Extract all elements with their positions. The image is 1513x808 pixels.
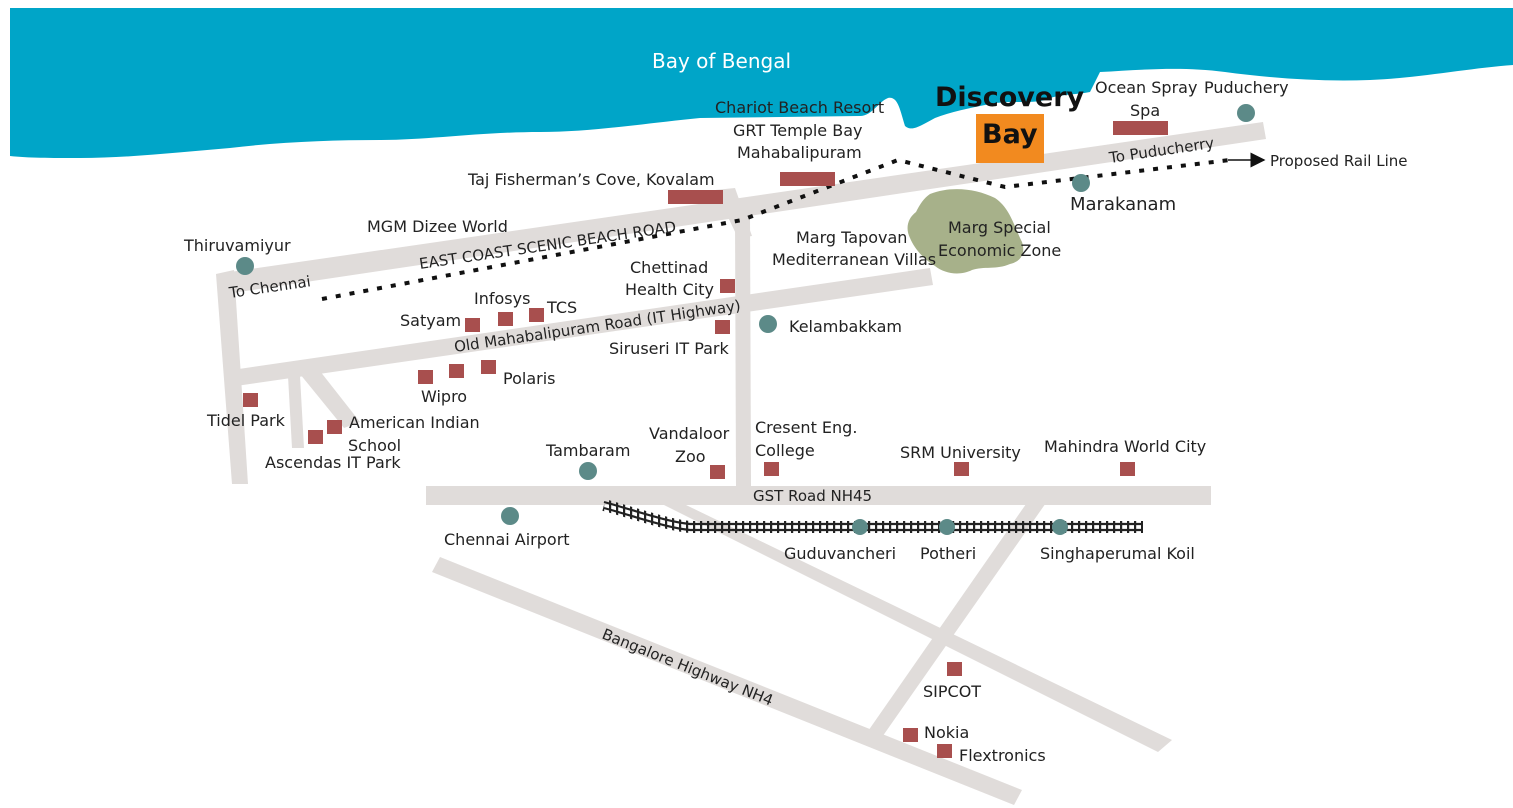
chennai-airport-dot [501,507,519,525]
wipro-marker-2 [449,364,464,378]
potheri-label: Potheri [920,544,976,563]
gst-label: GST Road NH45 [753,487,872,505]
ascendas-marker [308,430,323,444]
nokia-label: Nokia [924,723,969,742]
railway-line [602,499,1143,533]
marakanam-label: Marakanam [1070,194,1176,215]
gst-road [426,486,1211,505]
proposed-rail-label: Proposed Rail Line [1270,152,1407,170]
ocean-spray-label-1: Ocean Spray [1095,78,1197,97]
grt-marker [780,172,835,186]
srm-marker [954,462,969,476]
cresent-label-2: College [755,441,815,460]
mahindra-marker [1120,462,1135,476]
discovery-bay-marker [976,114,1044,163]
flextronics-label: Flextronics [959,746,1046,765]
american-label-2: School [348,436,401,455]
marg-sez-label-1: Marg Special [948,218,1051,237]
vandaloor-label-2: Zoo [675,447,706,466]
tcs-label: TCS [546,298,577,317]
guduvancheri-label: Guduvancheri [784,544,896,563]
cresent-label-1: Cresent Eng. [755,418,857,437]
satyam-marker [465,318,480,332]
tidel-label: Tidel Park [206,411,286,430]
thiruvamiyur-dot [236,257,254,275]
proposed-rail-line [321,157,1231,301]
kelambakkam-dot [759,315,777,333]
grt-label: GRT Temple Bay [733,121,862,140]
sea-area [10,8,1513,158]
cresent-marker [764,462,779,476]
kelambakkam-label: Kelambakkam [789,317,902,336]
siruseri-marker [715,320,730,334]
marg-sez-zone [907,189,1024,274]
ocean-spray-label-2: Spa [1130,101,1160,120]
brand-line-2: Bay [982,119,1038,150]
american-label-1: American Indian [349,413,480,432]
marg-sez-label-2: Economic Zone [938,241,1061,260]
chettinad-marker [720,279,735,293]
place-markers [236,104,1255,535]
singhaperumal-diagonal [866,494,1048,740]
tcs-marker [529,308,544,322]
sea-label: Bay of Bengal [652,49,791,73]
marg-tapovan-label-2: Mediterranean Villas [772,250,936,269]
ecr-spur [715,188,752,238]
bangalore-highway [432,557,1022,805]
flextronics-marker [937,744,952,758]
kelambakkam-connector [735,214,751,486]
guduvancheri-diagonal [664,505,1172,752]
sipcot-marker [947,662,962,676]
vandaloor-marker [710,465,725,479]
old-mahabalipuram-road [232,268,933,386]
infosys-marker [498,312,513,326]
wipro-marker-1 [418,370,433,384]
infosys-label: Infosys [474,289,530,308]
mahindra-label: Mahindra World City [1044,437,1206,456]
vandaloor-label-1: Vandaloor [649,424,730,443]
sipcot-label: SIPCOT [923,682,981,701]
bangalore-label: Bangalore Highway NH4 [600,625,776,709]
guduvancheri-dot [852,519,868,535]
spur-road-2 [300,366,360,428]
american-marker [327,420,342,434]
east-coast-road [230,122,1266,293]
taj-label: Taj Fisherman’s Cove, Kovalam [467,170,715,189]
landmark-markers [243,121,1168,758]
chettinad-label-1: Chettinad [630,258,708,277]
singhaperumal-dot [1052,519,1068,535]
ocean-spray-marker [1113,121,1168,135]
polaris-marker [481,360,496,374]
puduchery-label: Puduchery [1204,78,1289,97]
chettinad-label-2: Health City [625,280,714,299]
tambaram-dot [579,462,597,480]
potheri-dot [939,519,955,535]
chariot-label: Chariot Beach Resort [715,98,884,117]
spur-road-1 [288,376,304,448]
puduchery-dot [1237,104,1255,122]
nokia-marker [903,728,918,742]
ascendas-label: Ascendas IT Park [265,453,401,472]
marg-tapovan-label-1: Marg Tapovan [796,228,907,247]
mgm-label: MGM Dizee World [367,217,508,236]
polaris-label: Polaris [503,369,555,388]
singhaperumal-label: Singhaperumal Koil [1040,544,1195,563]
chennai-airport-label: Chennai Airport [444,530,570,549]
srm-label: SRM University [900,443,1021,462]
west-vertical-road [216,270,248,484]
satyam-label: Satyam [400,311,461,330]
siruseri-label: Siruseri IT Park [609,339,730,358]
thiruvamiyur-label: Thiruvamiyur [183,236,291,255]
tambaram-label: Tambaram [545,441,630,460]
brand-line-1: Discovery [935,82,1085,113]
wipro-label: Wipro [421,387,467,406]
taj-marker [668,190,723,204]
tidel-marker [243,393,258,407]
mahabalipuram-label: Mahabalipuram [737,143,862,162]
road-network [216,122,1266,805]
marakanam-dot [1072,174,1090,192]
